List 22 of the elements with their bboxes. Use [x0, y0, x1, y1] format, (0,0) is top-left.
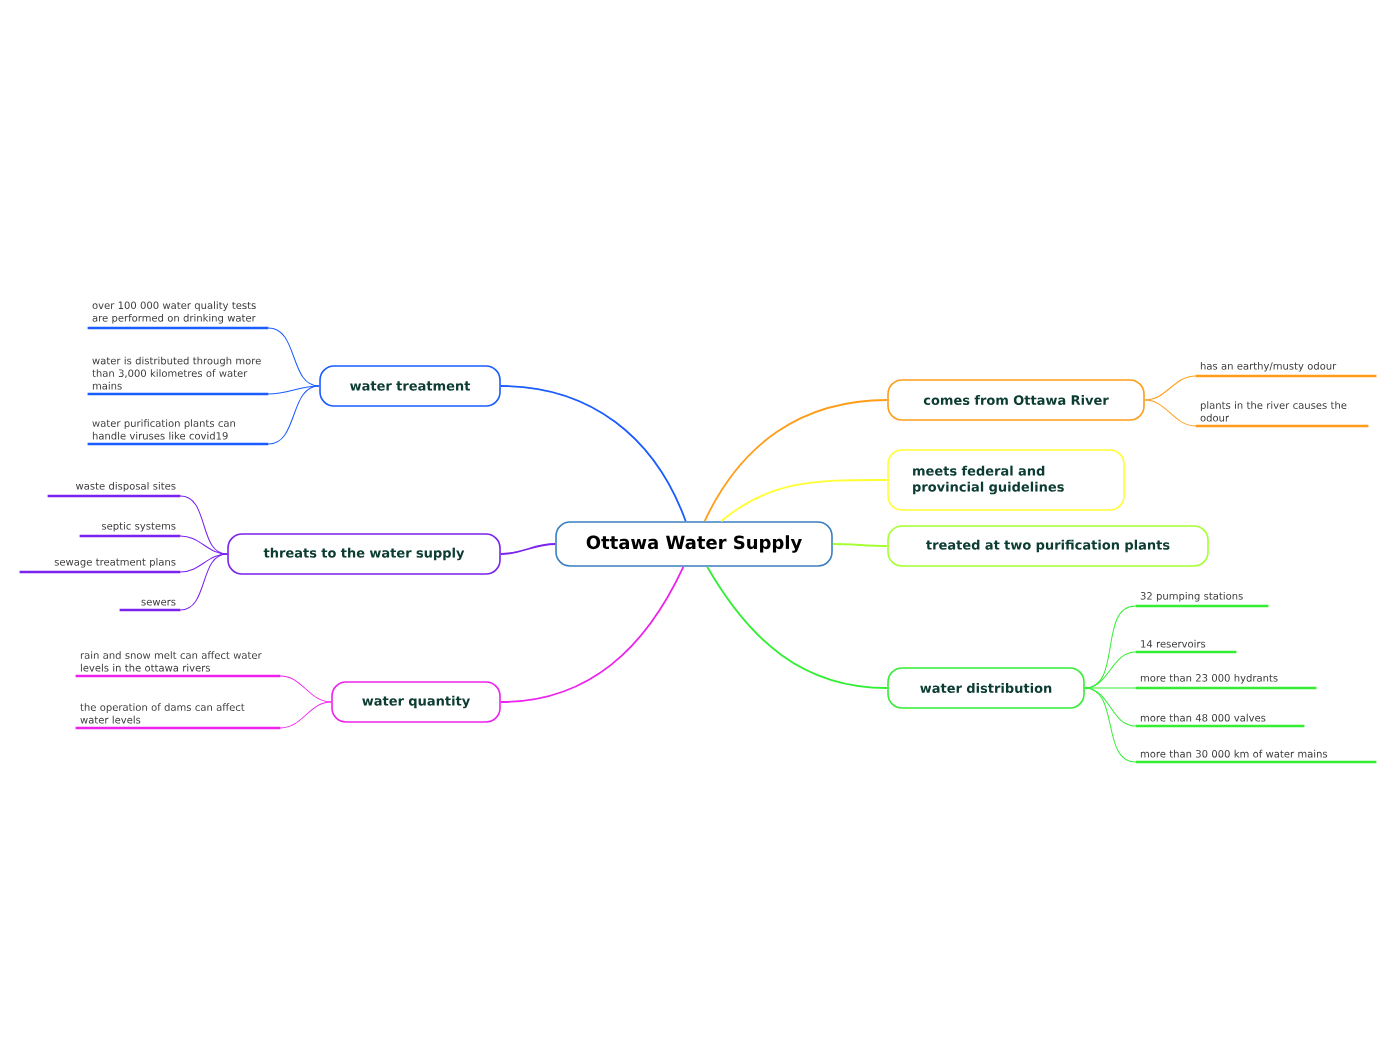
branch-line — [267, 327, 320, 387]
branch-line — [1144, 375, 1197, 401]
branch-line — [179, 553, 228, 611]
branch-line — [720, 479, 889, 523]
branch-line — [267, 385, 320, 445]
branch-line — [499, 565, 685, 703]
branch-line — [1084, 687, 1137, 689]
branch-line — [179, 535, 228, 555]
branch-line — [499, 385, 687, 523]
branch-line — [1084, 687, 1137, 727]
central-topic-box: Ottawa Water Supply — [555, 521, 833, 567]
branch-line — [279, 675, 332, 703]
branch-line — [499, 543, 557, 555]
branch-line — [831, 543, 889, 547]
branch-line — [267, 385, 320, 395]
branch-line — [279, 701, 332, 729]
branch-line — [1084, 687, 1137, 763]
branch-line — [1084, 651, 1137, 689]
branch-line — [1144, 399, 1197, 427]
branch-line — [179, 495, 228, 555]
branch-line — [703, 399, 889, 523]
branch-line — [706, 565, 889, 689]
